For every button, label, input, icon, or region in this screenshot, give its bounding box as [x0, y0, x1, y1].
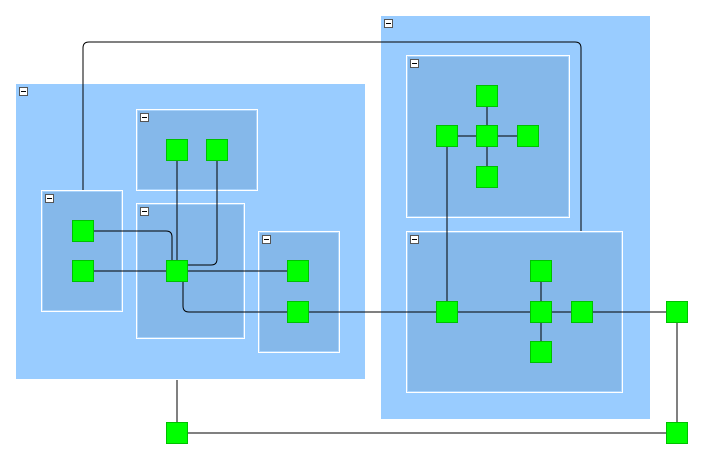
- collapse-toggle-icon[interactable]: [140, 113, 149, 122]
- node[interactable]: [287, 301, 309, 323]
- node[interactable]: [436, 125, 458, 147]
- collapse-toggle-icon[interactable]: [140, 207, 149, 216]
- node[interactable]: [72, 220, 94, 242]
- node[interactable]: [530, 301, 552, 323]
- group-left-right[interactable]: [258, 231, 340, 353]
- node[interactable]: [530, 260, 552, 282]
- collapse-toggle-icon[interactable]: [410, 59, 419, 68]
- collapse-toggle-icon[interactable]: [384, 19, 393, 28]
- collapse-toggle-icon[interactable]: [262, 235, 271, 244]
- node[interactable]: [476, 85, 498, 107]
- node[interactable]: [72, 260, 94, 282]
- group-left-side[interactable]: [41, 190, 123, 312]
- node[interactable]: [476, 166, 498, 188]
- node[interactable]: [206, 139, 228, 161]
- collapse-toggle-icon[interactable]: [45, 194, 54, 203]
- collapse-toggle-icon[interactable]: [410, 235, 419, 244]
- node[interactable]: [166, 422, 188, 444]
- edge: [83, 230, 173, 271]
- edge: [82, 41, 582, 231]
- node[interactable]: [436, 301, 458, 323]
- group-left-top[interactable]: [136, 109, 258, 191]
- node[interactable]: [287, 260, 309, 282]
- edge: [177, 150, 218, 266]
- node[interactable]: [571, 301, 593, 323]
- edge: [176, 312, 678, 434]
- node[interactable]: [166, 139, 188, 161]
- node[interactable]: [666, 422, 688, 444]
- edge: [182, 271, 677, 313]
- node[interactable]: [476, 125, 498, 147]
- node[interactable]: [166, 260, 188, 282]
- node[interactable]: [666, 301, 688, 323]
- node[interactable]: [517, 125, 539, 147]
- node[interactable]: [530, 341, 552, 363]
- collapse-toggle-icon[interactable]: [19, 87, 28, 96]
